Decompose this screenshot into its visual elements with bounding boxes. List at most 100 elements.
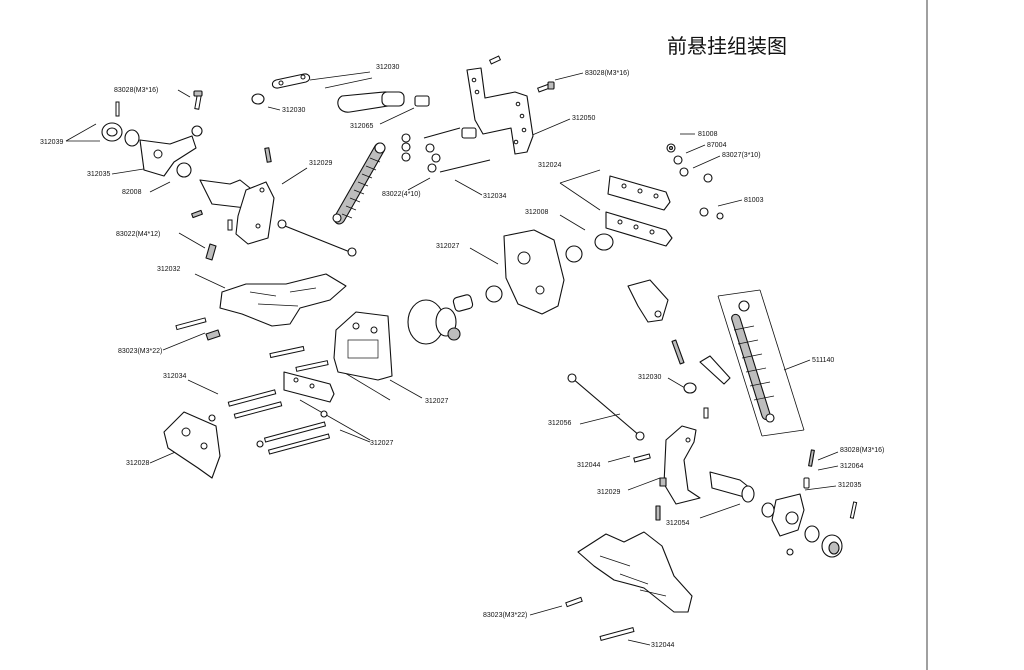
- label-l14: 82008: [122, 189, 142, 196]
- label-l24: 312030: [638, 374, 661, 381]
- differential: [407, 299, 461, 345]
- screw-left-2: [191, 209, 203, 219]
- bushing-312030-right: [683, 382, 697, 394]
- label-l15: 83022(4*10): [382, 191, 421, 198]
- label-l37: 312044: [651, 642, 674, 649]
- label-l6: 312065: [350, 123, 373, 130]
- pin-312044-top: [633, 453, 651, 463]
- screw-83023-right: [565, 596, 583, 608]
- hinge-pin-312034: [439, 159, 491, 173]
- label-l29: 83028(M3*16): [840, 447, 884, 454]
- label-l23: 83023(M3*22): [118, 348, 162, 355]
- bearing-82008: [176, 162, 192, 178]
- wheel-hex-312064: [821, 534, 843, 558]
- label-l19: 83022(M4*12): [116, 231, 160, 238]
- label-l21: 312032: [157, 266, 180, 273]
- label-l35: 312054: [666, 520, 689, 527]
- gearbox-312027: [333, 311, 393, 381]
- bulkhead-312027: [503, 229, 565, 315]
- label-l10: 83027(3*10): [722, 152, 761, 159]
- label-l8: 81008: [698, 131, 718, 138]
- washer-stack-83022: [401, 133, 441, 173]
- label-l30: 312028: [126, 460, 149, 467]
- label-l20: 312027: [436, 243, 459, 250]
- label-l34: 312029: [597, 489, 620, 496]
- hinge-pins-312034: [227, 389, 331, 455]
- nuts-right: [666, 143, 724, 220]
- pin-312039: [115, 101, 120, 117]
- nut-left: [205, 329, 221, 341]
- pin-312044-bottom: [599, 627, 635, 641]
- label-l36: 83023(M3*22): [483, 612, 527, 619]
- label-l27: 312056: [548, 420, 571, 427]
- screw-block-right: [659, 477, 667, 487]
- label-l16: 312034: [483, 193, 506, 200]
- label-l28: 312027: [370, 440, 393, 447]
- pin-right: [849, 501, 858, 519]
- skid-plate-312028: [163, 411, 221, 479]
- clip-left-2: [256, 440, 264, 448]
- turnbuckle: [671, 339, 685, 365]
- steering-block-left: [199, 179, 275, 245]
- label-l17: 81003: [744, 197, 764, 204]
- pivot-312050: [461, 127, 477, 139]
- link-312030: [271, 73, 311, 89]
- label-l4: 83028(M3*16): [585, 70, 629, 77]
- label-l9: 87004: [707, 142, 727, 149]
- link-312065: [337, 91, 405, 113]
- drive-shaft-312056: [567, 373, 645, 441]
- screw-83028-right: [808, 449, 815, 467]
- label-l22: 511140: [812, 357, 834, 364]
- bushing-left: [191, 125, 203, 137]
- hub-carrier-312035: [101, 122, 197, 177]
- steering-block-right: [659, 425, 701, 505]
- plate-312024-lower: [605, 211, 673, 247]
- screw-left-3: [227, 219, 233, 231]
- nut-312065: [414, 95, 430, 107]
- label-l3: 312030: [282, 107, 305, 114]
- label-l32: 312064: [840, 463, 863, 470]
- pin-left-1: [269, 345, 305, 359]
- label-l11: 312035: [87, 171, 110, 178]
- shock-tower-312050: [466, 67, 534, 155]
- bushing-312008: [594, 233, 614, 251]
- shock-absorber-front: [332, 142, 386, 225]
- label-l2: 312030: [376, 64, 399, 71]
- label-l7: 312050: [572, 115, 595, 122]
- nut-312064: [803, 477, 810, 489]
- hub-carrier-312035-right: [771, 493, 805, 537]
- label-l25: 312034: [163, 373, 186, 380]
- label-l33: 312035: [838, 482, 861, 489]
- label-l5: 312039: [40, 139, 63, 146]
- screw-right-mid: [703, 407, 709, 419]
- screw-left-1: [264, 147, 272, 163]
- screw-top-tower: [488, 55, 502, 65]
- bushing-312030: [251, 93, 265, 105]
- screw-83028-top: [193, 90, 203, 110]
- washer-right: [786, 548, 794, 556]
- screw-83022-left: [205, 243, 217, 261]
- shock-absorber-511140: [717, 289, 805, 437]
- lower-arm-312032: [219, 273, 347, 327]
- clip-left: [208, 414, 216, 422]
- bearing-312008: [565, 245, 583, 263]
- diagram-title: 前悬挂组装图: [667, 34, 787, 58]
- label-l13: 312024: [538, 162, 561, 169]
- label-l1: 83028(M3*16): [114, 87, 158, 94]
- label-l18: 312008: [525, 209, 548, 216]
- screw-312054: [655, 505, 661, 521]
- label-l12: 312029: [309, 160, 332, 167]
- pin-left-2: [295, 360, 329, 372]
- axle-stub: [709, 471, 755, 503]
- drive-shaft-left: [277, 219, 357, 257]
- bearing-right: [761, 502, 775, 518]
- screw-83023-left: [175, 317, 207, 331]
- label-l26: 312027: [425, 398, 448, 405]
- label-l31: 312044: [577, 462, 600, 469]
- link-312030-right: [627, 279, 669, 323]
- hinge-pin-1: [423, 127, 461, 139]
- plate-312027-left: [283, 371, 335, 403]
- lower-arm-right: [577, 531, 693, 613]
